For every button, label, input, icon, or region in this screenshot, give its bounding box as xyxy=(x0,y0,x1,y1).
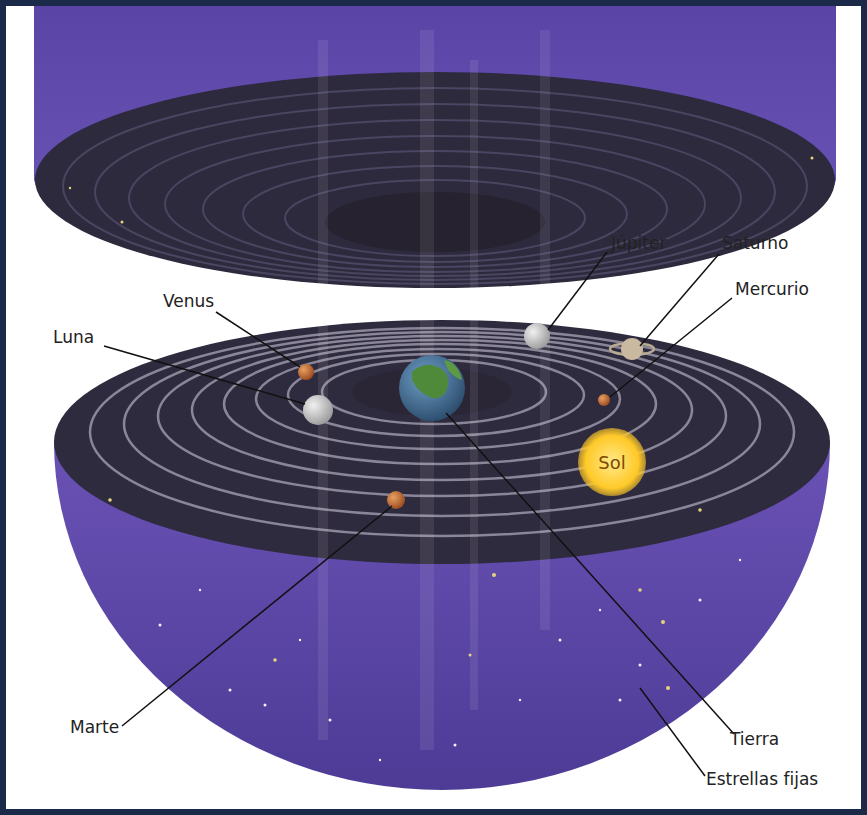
body-label: Marte xyxy=(70,718,119,737)
sun-label: Sol xyxy=(598,452,625,473)
body-label: Saturno xyxy=(722,234,789,253)
body-label: Tierra xyxy=(730,730,779,749)
body-label: Estrellas fijas xyxy=(706,770,818,789)
body-label: Venus xyxy=(163,292,214,311)
body-label: Luna xyxy=(53,328,94,347)
body-label: Júpiter xyxy=(611,234,666,253)
body-label: Mercurio xyxy=(735,280,809,299)
sun-circle: Sol xyxy=(578,428,646,496)
